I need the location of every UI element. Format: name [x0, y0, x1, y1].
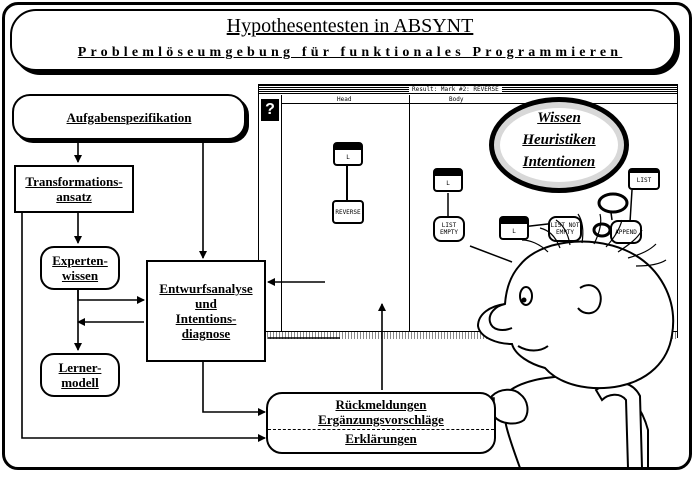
- arrow-entwurf-rueck: [202, 362, 266, 416]
- node-body-l2[interactable]: L: [499, 216, 529, 240]
- node-reverse[interactable]: REVERSE: [332, 200, 364, 224]
- node-append[interactable]: APPEND: [610, 220, 642, 244]
- help-icon[interactable]: ?: [261, 99, 279, 121]
- window-divider-left: [281, 95, 282, 331]
- box-lernermodell: Lerner-modell: [40, 353, 120, 397]
- title-box: [10, 9, 676, 71]
- body-column-label: Body: [449, 96, 464, 103]
- arrow-experten-entwurf: [77, 290, 145, 304]
- box-transformationsansatz: Transformations-ansatz: [14, 165, 134, 213]
- learner-mouth: [517, 345, 549, 352]
- node-list[interactable]: LIST: [628, 168, 660, 190]
- learner-hair: [521, 213, 667, 267]
- node-head-l[interactable]: L: [333, 142, 363, 166]
- diagram-title: Hypothesentesten in ABSYNT: [226, 15, 474, 37]
- window-divider-mid: [409, 95, 410, 331]
- box-expertenwissen: Experten-wissen: [40, 246, 120, 290]
- bubble-line-heuristiken: Heuristiken: [522, 132, 596, 148]
- bubble-line-intentionen: Intentionen: [522, 154, 596, 170]
- outer-frame: [2, 2, 692, 470]
- learner-ear: [577, 284, 602, 315]
- box-aufgabenspezifikation: Aufgabenspezifikation: [12, 94, 246, 140]
- select-circle-1: [597, 192, 629, 214]
- thought-trail-line: [469, 245, 513, 263]
- learner-nose: [488, 303, 513, 331]
- window-scrollbar[interactable]: [259, 331, 677, 339]
- bubble-line-wissen: Wissen: [537, 110, 581, 126]
- column-header-bar: [281, 103, 677, 104]
- arrow-transformation-rueck: [21, 191, 266, 442]
- diagram-subtitle: Problemlöseumgebung für funktionales Pro…: [77, 45, 623, 60]
- window-title: Result: Mark #2: REVERSE: [409, 86, 502, 93]
- head-column-label: Head: [337, 96, 352, 103]
- rueck-dashed-divider: [268, 429, 494, 430]
- learner-head: [476, 240, 675, 390]
- node-body-l1[interactable]: L: [433, 168, 463, 192]
- thought-bubble: [489, 97, 629, 193]
- body-edge-4: [629, 189, 633, 223]
- learner-pupil: [521, 297, 527, 303]
- box-rueckmeldungen: Rückmeldungen Ergänzungsvorschläge Erklä…: [266, 392, 496, 454]
